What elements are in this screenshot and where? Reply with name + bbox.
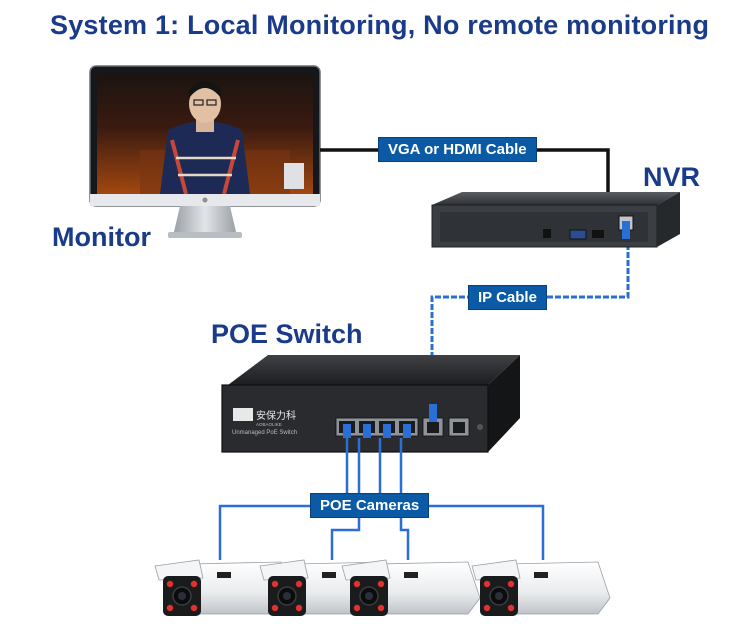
nvr-lan-plug [622,221,630,239]
nvr-hdmi-port [592,230,604,238]
monitor-label: Monitor [52,222,151,252]
nvr-vga-port [569,229,587,240]
switch-brand-en: AOBAOLIKE [256,422,282,427]
monitor [89,65,321,238]
nvr-device [431,192,680,248]
poe-cameras-label: POE Cameras [310,493,430,518]
poe-camera-3 [341,559,481,616]
ip-cable [430,244,630,406]
switch-model: Unmanaged PoE Switch [232,430,297,436]
poe-switch-device: 安保力科 AOBAOLIKE Unmanaged PoE Switch [221,355,520,453]
switch-brand-cn: 安保力科 [256,409,296,422]
poe-camera-4 [471,559,611,616]
monitor-screen-image [140,81,304,195]
poe-switch-label: POE Switch [211,319,363,349]
ip-cable-label: IP Cable [468,285,547,310]
nvr-power-port [543,229,551,238]
diagram-title: System 1: Local Monitoring, No remote mo… [50,10,710,40]
camera-cables [218,438,545,560]
vga-hdmi-cable-label: VGA or HDMI Cable [378,137,537,162]
apple-logo-icon [202,197,208,203]
switch-logo-icon [233,408,253,421]
switch-uplink-plug [429,404,437,422]
nvr-label: NVR [643,162,701,192]
